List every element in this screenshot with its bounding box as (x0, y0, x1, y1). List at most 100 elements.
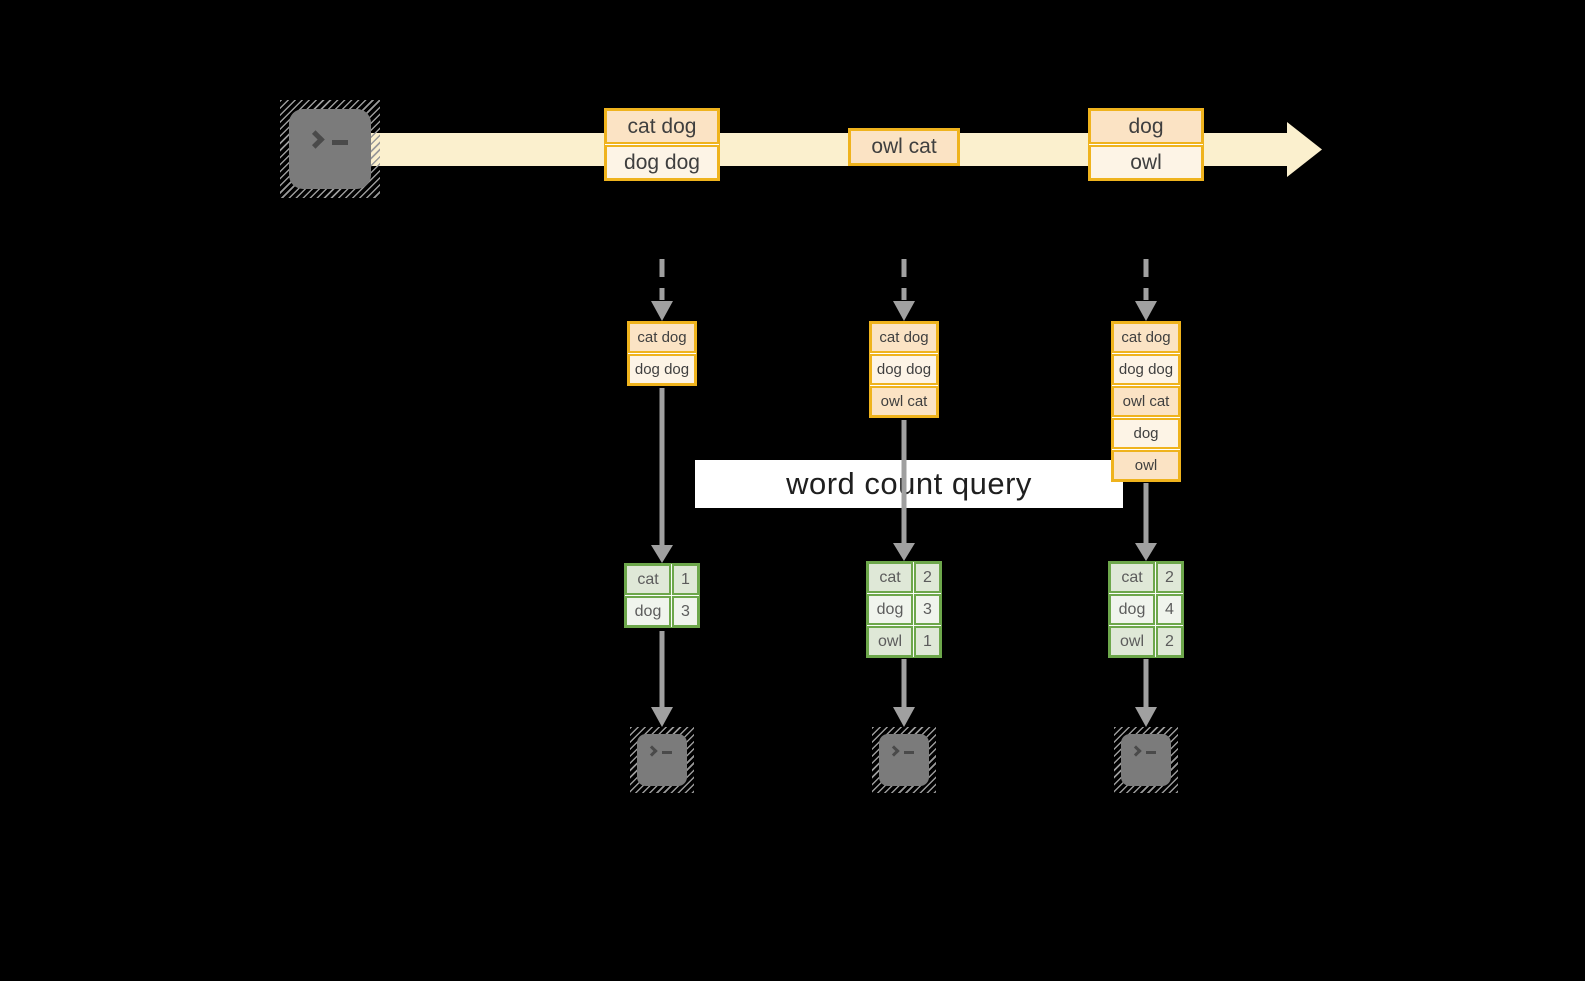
output-terminal-icon-1 (630, 727, 694, 793)
buffer-label: dog (1133, 425, 1159, 442)
stream-arrowhead-icon (1287, 122, 1322, 177)
output-arrowhead-2-icon (893, 707, 915, 727)
buffer-label: cat dog (879, 329, 929, 346)
terminal-screen (879, 734, 929, 786)
word-cell: cat (867, 562, 913, 593)
buffer-item: owl cat (1112, 386, 1180, 417)
stream-message: owl cat (849, 129, 959, 165)
count-cell: 2 (1156, 562, 1183, 593)
terminal-prompt-icon (306, 130, 348, 149)
prompt-chevron-icon (1130, 745, 1142, 757)
source-terminal-icon (280, 100, 380, 198)
buffer-label: owl cat (1122, 393, 1170, 410)
stream-message: dog (1089, 109, 1203, 144)
buffer-stack-1: cat dog dog dog (627, 321, 697, 386)
word-label: cat (1121, 568, 1143, 586)
word-cell: owl (1109, 626, 1155, 657)
buffer-item: cat dog (628, 322, 696, 353)
count-table-2: cat 2 dog 3 owl 1 (866, 561, 942, 658)
buffer-label: owl (1134, 457, 1158, 474)
buffer-stack-3: cat dog dog dog owl cat dog owl (1111, 321, 1181, 482)
prompt-chevron-icon (306, 130, 325, 149)
word-label: cat (637, 570, 659, 588)
terminal-screen (1121, 734, 1171, 786)
output-arrowhead-3-icon (1135, 707, 1157, 727)
count-cell: 1 (672, 564, 699, 595)
count-cell: 3 (672, 596, 699, 627)
word-label: dog (876, 600, 904, 618)
terminal-prompt-icon (1130, 745, 1156, 757)
count-value: 1 (923, 632, 932, 650)
count-value: 3 (681, 602, 690, 620)
message-label: dog (1128, 114, 1164, 138)
buffer-item: owl cat (870, 386, 938, 417)
prompt-cursor-icon (1146, 751, 1156, 754)
output-arrowhead-1-icon (651, 707, 673, 727)
buffer-item: cat dog (870, 322, 938, 353)
ingest-arrowhead-3-icon (1135, 301, 1157, 321)
prompt-cursor-icon (662, 751, 672, 754)
message-label: owl cat (871, 135, 937, 158)
message-label: owl (1130, 150, 1162, 174)
word-cell: owl (867, 626, 913, 657)
buffer-stack-2: cat dog dog dog owl cat (869, 321, 939, 418)
buffer-label: cat dog (1121, 329, 1171, 346)
word-label: dog (1118, 600, 1146, 618)
count-value: 4 (1165, 600, 1174, 618)
count-table-1: cat 1 dog 3 (624, 563, 700, 628)
ingest-arrowhead-1-icon (651, 301, 673, 321)
count-value: 1 (681, 570, 690, 588)
query-arrowhead-1-icon (651, 545, 673, 563)
word-count-query-banner: word count query (695, 460, 1123, 508)
banner-label: word count query (786, 466, 1032, 501)
buffer-label: dog dog (1118, 361, 1174, 378)
count-cell: 4 (1156, 594, 1183, 625)
output-terminal-icon-2 (872, 727, 936, 793)
prompt-chevron-icon (888, 745, 900, 757)
count-value: 3 (923, 600, 932, 618)
message-label: dog dog (624, 150, 700, 174)
query-arrowhead-3-icon (1135, 543, 1157, 561)
word-cell: cat (1109, 562, 1155, 593)
word-label: dog (634, 602, 662, 620)
buffer-label: dog dog (634, 361, 690, 378)
buffer-item: dog dog (628, 354, 696, 385)
count-cell: 2 (1156, 626, 1183, 657)
terminal-prompt-icon (646, 745, 672, 757)
word-cell: dog (625, 596, 671, 627)
terminal-prompt-icon (888, 745, 914, 757)
word-label: owl (877, 632, 902, 650)
prompt-cursor-icon (904, 751, 914, 754)
terminal-screen (289, 109, 371, 189)
prompt-cursor-icon (332, 140, 348, 145)
buffer-item: dog dog (870, 354, 938, 385)
count-value: 2 (1165, 632, 1174, 650)
terminal-screen (637, 734, 687, 786)
output-terminal-icon-3 (1114, 727, 1178, 793)
word-label: cat (879, 568, 901, 586)
stream-message: dog dog (605, 145, 719, 180)
buffer-label: cat dog (637, 329, 687, 346)
count-value: 2 (1165, 568, 1174, 586)
count-table-3: cat 2 dog 4 owl 2 (1108, 561, 1184, 658)
word-cell: cat (625, 564, 671, 595)
stream-message-group-1: cat dog dog dog (604, 108, 720, 181)
buffer-item: cat dog (1112, 322, 1180, 353)
count-cell: 3 (914, 594, 941, 625)
stream-message: owl (1089, 145, 1203, 180)
stream-message-group-2: owl cat (848, 128, 960, 166)
count-cell: 2 (914, 562, 941, 593)
stream-message-group-3: dog owl (1088, 108, 1204, 181)
buffer-item: dog dog (1112, 354, 1180, 385)
count-cell: 1 (914, 626, 941, 657)
stream-message: cat dog (605, 109, 719, 144)
word-cell: dog (867, 594, 913, 625)
word-cell: dog (1109, 594, 1155, 625)
message-label: cat dog (627, 114, 697, 138)
ingest-arrowhead-2-icon (893, 301, 915, 321)
buffer-item: owl (1112, 450, 1180, 481)
buffer-label: dog dog (876, 361, 932, 378)
buffer-label: owl cat (880, 393, 928, 410)
prompt-chevron-icon (646, 745, 658, 757)
